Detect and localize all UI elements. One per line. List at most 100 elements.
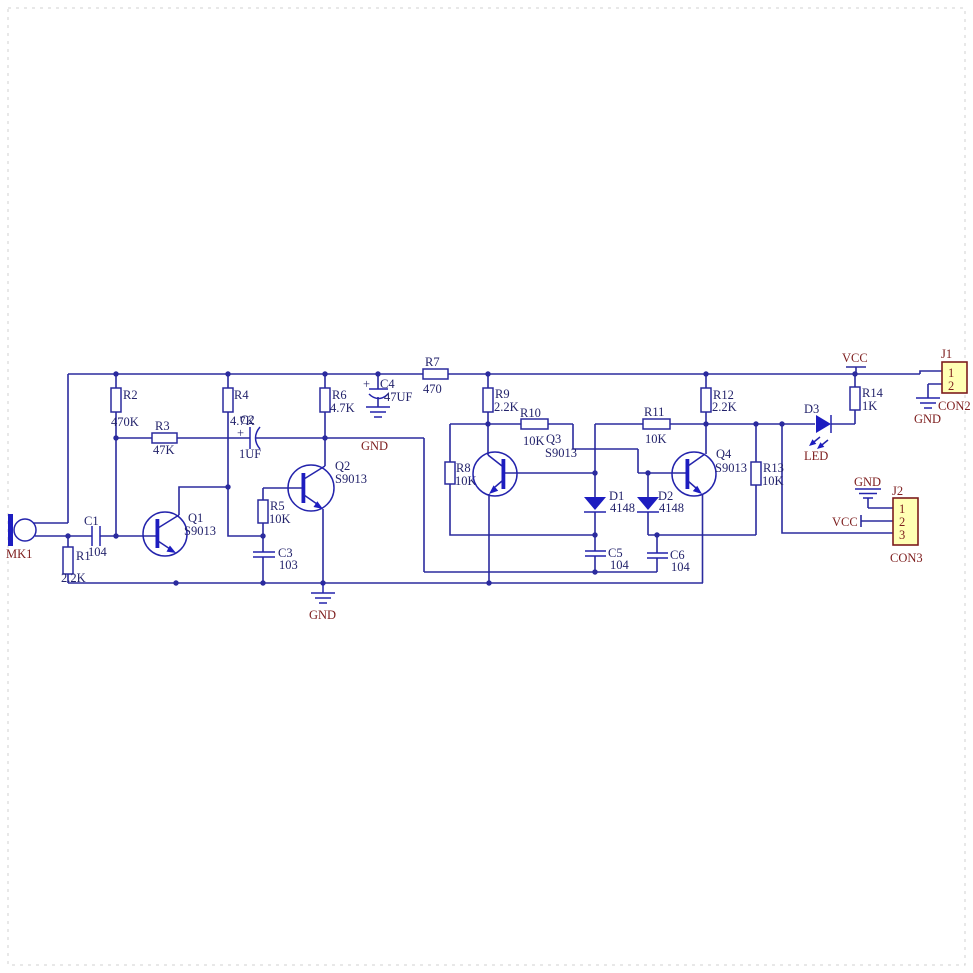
gnd-symbol-bottom: GND <box>309 583 336 622</box>
d3-value: LED <box>804 449 828 463</box>
resistor-r7: R7 470 <box>422 355 449 396</box>
q1-value: S9013 <box>184 524 216 538</box>
r13-value: 10K <box>762 474 784 488</box>
c1-value: 104 <box>88 545 108 559</box>
d2-value: 4148 <box>659 501 684 515</box>
wire-feedback-trigger <box>116 437 657 573</box>
d1-value: 4148 <box>610 501 635 515</box>
resistor-r6: R6 4.7K <box>319 387 355 415</box>
wire-q1-collector <box>178 486 228 515</box>
vcc-label-j2: VCC <box>832 515 858 529</box>
q3-value: S9013 <box>545 446 577 460</box>
vcc-symbol-j2: VCC <box>832 515 858 529</box>
r8-ref: R8 <box>456 461 471 475</box>
c4-polarity: + <box>363 377 370 391</box>
r6-value: 4.7K <box>330 401 355 415</box>
q2-ref: Q2 <box>335 459 350 473</box>
d3-ref: D3 <box>804 402 819 416</box>
r5-ref: R5 <box>270 499 285 513</box>
r3-ref: R3 <box>155 419 170 433</box>
r2-ref: R2 <box>123 388 138 402</box>
mic-ref: MK1 <box>6 547 32 561</box>
c4-value: 47UF <box>384 390 413 404</box>
resistor-r12: R12 2.2K <box>700 387 737 414</box>
transistor-q3: Q3 S9013 <box>472 432 577 497</box>
q2-value: S9013 <box>335 472 367 486</box>
capacitor-c1: C1 104 <box>84 514 108 559</box>
wire-j1-gnd <box>927 383 942 398</box>
gnd-symbol-j2: GND <box>854 475 881 499</box>
transistor-q1: Q1 S9013 <box>142 511 216 557</box>
r11-value: 10K <box>645 432 667 446</box>
diode-d2: D2 4148 <box>637 489 684 515</box>
resistor-r5: R5 10K <box>257 499 291 526</box>
page-border <box>7 7 966 966</box>
capacitor-c6: C6 104 <box>647 548 691 574</box>
wire-output-to-con3 <box>781 424 893 534</box>
vcc-label-top: VCC <box>842 351 868 365</box>
d1-ref: D1 <box>609 489 624 503</box>
r12-ref: R12 <box>713 388 734 402</box>
resistor-r1: R1 2.2K <box>61 546 91 585</box>
c2-ref: C2 <box>240 413 255 427</box>
capacitor-c3: C3 103 <box>253 546 298 572</box>
j1-ref: J1 <box>941 347 952 361</box>
gnd-symbol-j1: GND <box>914 397 941 426</box>
c2-value: 1UF <box>239 447 261 461</box>
c5-value: 104 <box>610 558 630 572</box>
j2-pin-2: 2 <box>899 515 905 529</box>
wire-mic <box>33 374 156 537</box>
r7-ref: R7 <box>425 355 440 369</box>
r4-ref: R4 <box>234 388 249 402</box>
q1-ref: Q1 <box>188 511 203 525</box>
j2-pin-1: 1 <box>899 502 905 516</box>
r12-value: 2.2K <box>712 400 737 414</box>
c6-value: 104 <box>671 560 691 574</box>
wire-q4-collector-net <box>594 423 815 583</box>
c1-ref: C1 <box>84 514 99 528</box>
gnd-label-j2: GND <box>854 475 881 489</box>
capacitor-c4: + C4 47UF <box>363 377 413 404</box>
resistor-r2: R2 470K <box>110 387 139 429</box>
r10-ref: R10 <box>520 406 541 420</box>
r1-value: 2.2K <box>61 571 86 585</box>
mic-body-icon <box>13 518 37 542</box>
gnd-label-bottom: GND <box>309 608 336 622</box>
connector-j1-con2: J1 1 2 CON2 <box>938 347 971 413</box>
gnd-label-j1: GND <box>914 412 941 426</box>
j2-name: CON3 <box>890 551 923 565</box>
microphone-mk1: MK1 <box>6 514 37 561</box>
r14-ref: R14 <box>862 386 884 400</box>
wire-j2-stubs <box>860 498 893 527</box>
r4-value: 4.7K <box>230 414 255 428</box>
r8-value: 10K <box>455 474 477 488</box>
r1-ref: R1 <box>76 549 91 563</box>
j2-ref: J2 <box>892 484 903 498</box>
resistor-r14: R14 1K <box>849 386 884 413</box>
c6-ref: C6 <box>670 548 685 562</box>
r9-ref: R9 <box>495 387 510 401</box>
gnd-label-c4: GND <box>361 439 388 453</box>
resistor-r11: R11 10K <box>642 405 671 446</box>
r3-value: 47K <box>153 443 175 457</box>
capacitor-c5: C5 104 <box>585 546 630 572</box>
resistor-r10: R10 10K <box>520 406 549 448</box>
q3-ref: Q3 <box>546 432 561 446</box>
j1-name: CON2 <box>938 399 971 413</box>
r10-value: 10K <box>523 434 545 448</box>
resistor-r4: R4 4.7K <box>222 387 255 428</box>
transistor-q2: Q2 S9013 <box>287 459 367 512</box>
connector-j2-con3: J2 1 2 3 CON3 <box>890 484 923 565</box>
mic-element-bar <box>8 514 13 546</box>
junction-dots <box>65 371 858 586</box>
c3-value: 103 <box>279 558 298 572</box>
wire-q3-leads <box>487 424 595 583</box>
resistor-r9: R9 2.2K <box>482 387 519 414</box>
resistor-r3: R3 47K <box>151 419 178 457</box>
r7-value: 470 <box>423 382 442 396</box>
c3-ref: C3 <box>278 546 293 560</box>
resistor-r13: R13 10K <box>750 461 784 488</box>
r6-ref: R6 <box>332 388 347 402</box>
r5-value: 10K <box>269 512 291 526</box>
